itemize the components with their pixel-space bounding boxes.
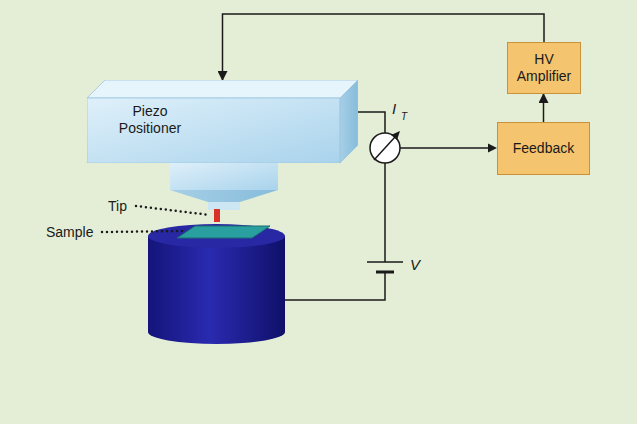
feedback-box: Feedback bbox=[497, 122, 590, 175]
signal-name: I bbox=[392, 100, 396, 118]
sample-plate bbox=[177, 226, 270, 238]
node-text: Piezo Positioner bbox=[110, 103, 190, 137]
control-signal-arrow bbox=[543, 94, 545, 122]
piezo-face bbox=[87, 80, 358, 98]
battery-symbol bbox=[367, 262, 403, 272]
control-signal-arrow bbox=[223, 14, 545, 80]
voltage-label: V bbox=[410, 256, 420, 274]
piezo-face bbox=[340, 80, 358, 163]
signal-subscript: T bbox=[401, 111, 407, 123]
ammeter-symbol bbox=[370, 131, 400, 163]
sample-stage bbox=[148, 224, 285, 344]
piezo-face bbox=[87, 98, 340, 163]
piezo-positioner: Piezo Positioner bbox=[87, 80, 358, 163]
part-label: Sample bbox=[46, 224, 93, 241]
part-label: Tip bbox=[108, 198, 127, 215]
amplifier-box: HV Amplifier bbox=[507, 42, 581, 94]
node-text: Feedback bbox=[513, 140, 574, 157]
node-text: HV Amplifier bbox=[514, 51, 574, 85]
signal-arrow bbox=[400, 144, 497, 153]
tip bbox=[214, 209, 220, 222]
